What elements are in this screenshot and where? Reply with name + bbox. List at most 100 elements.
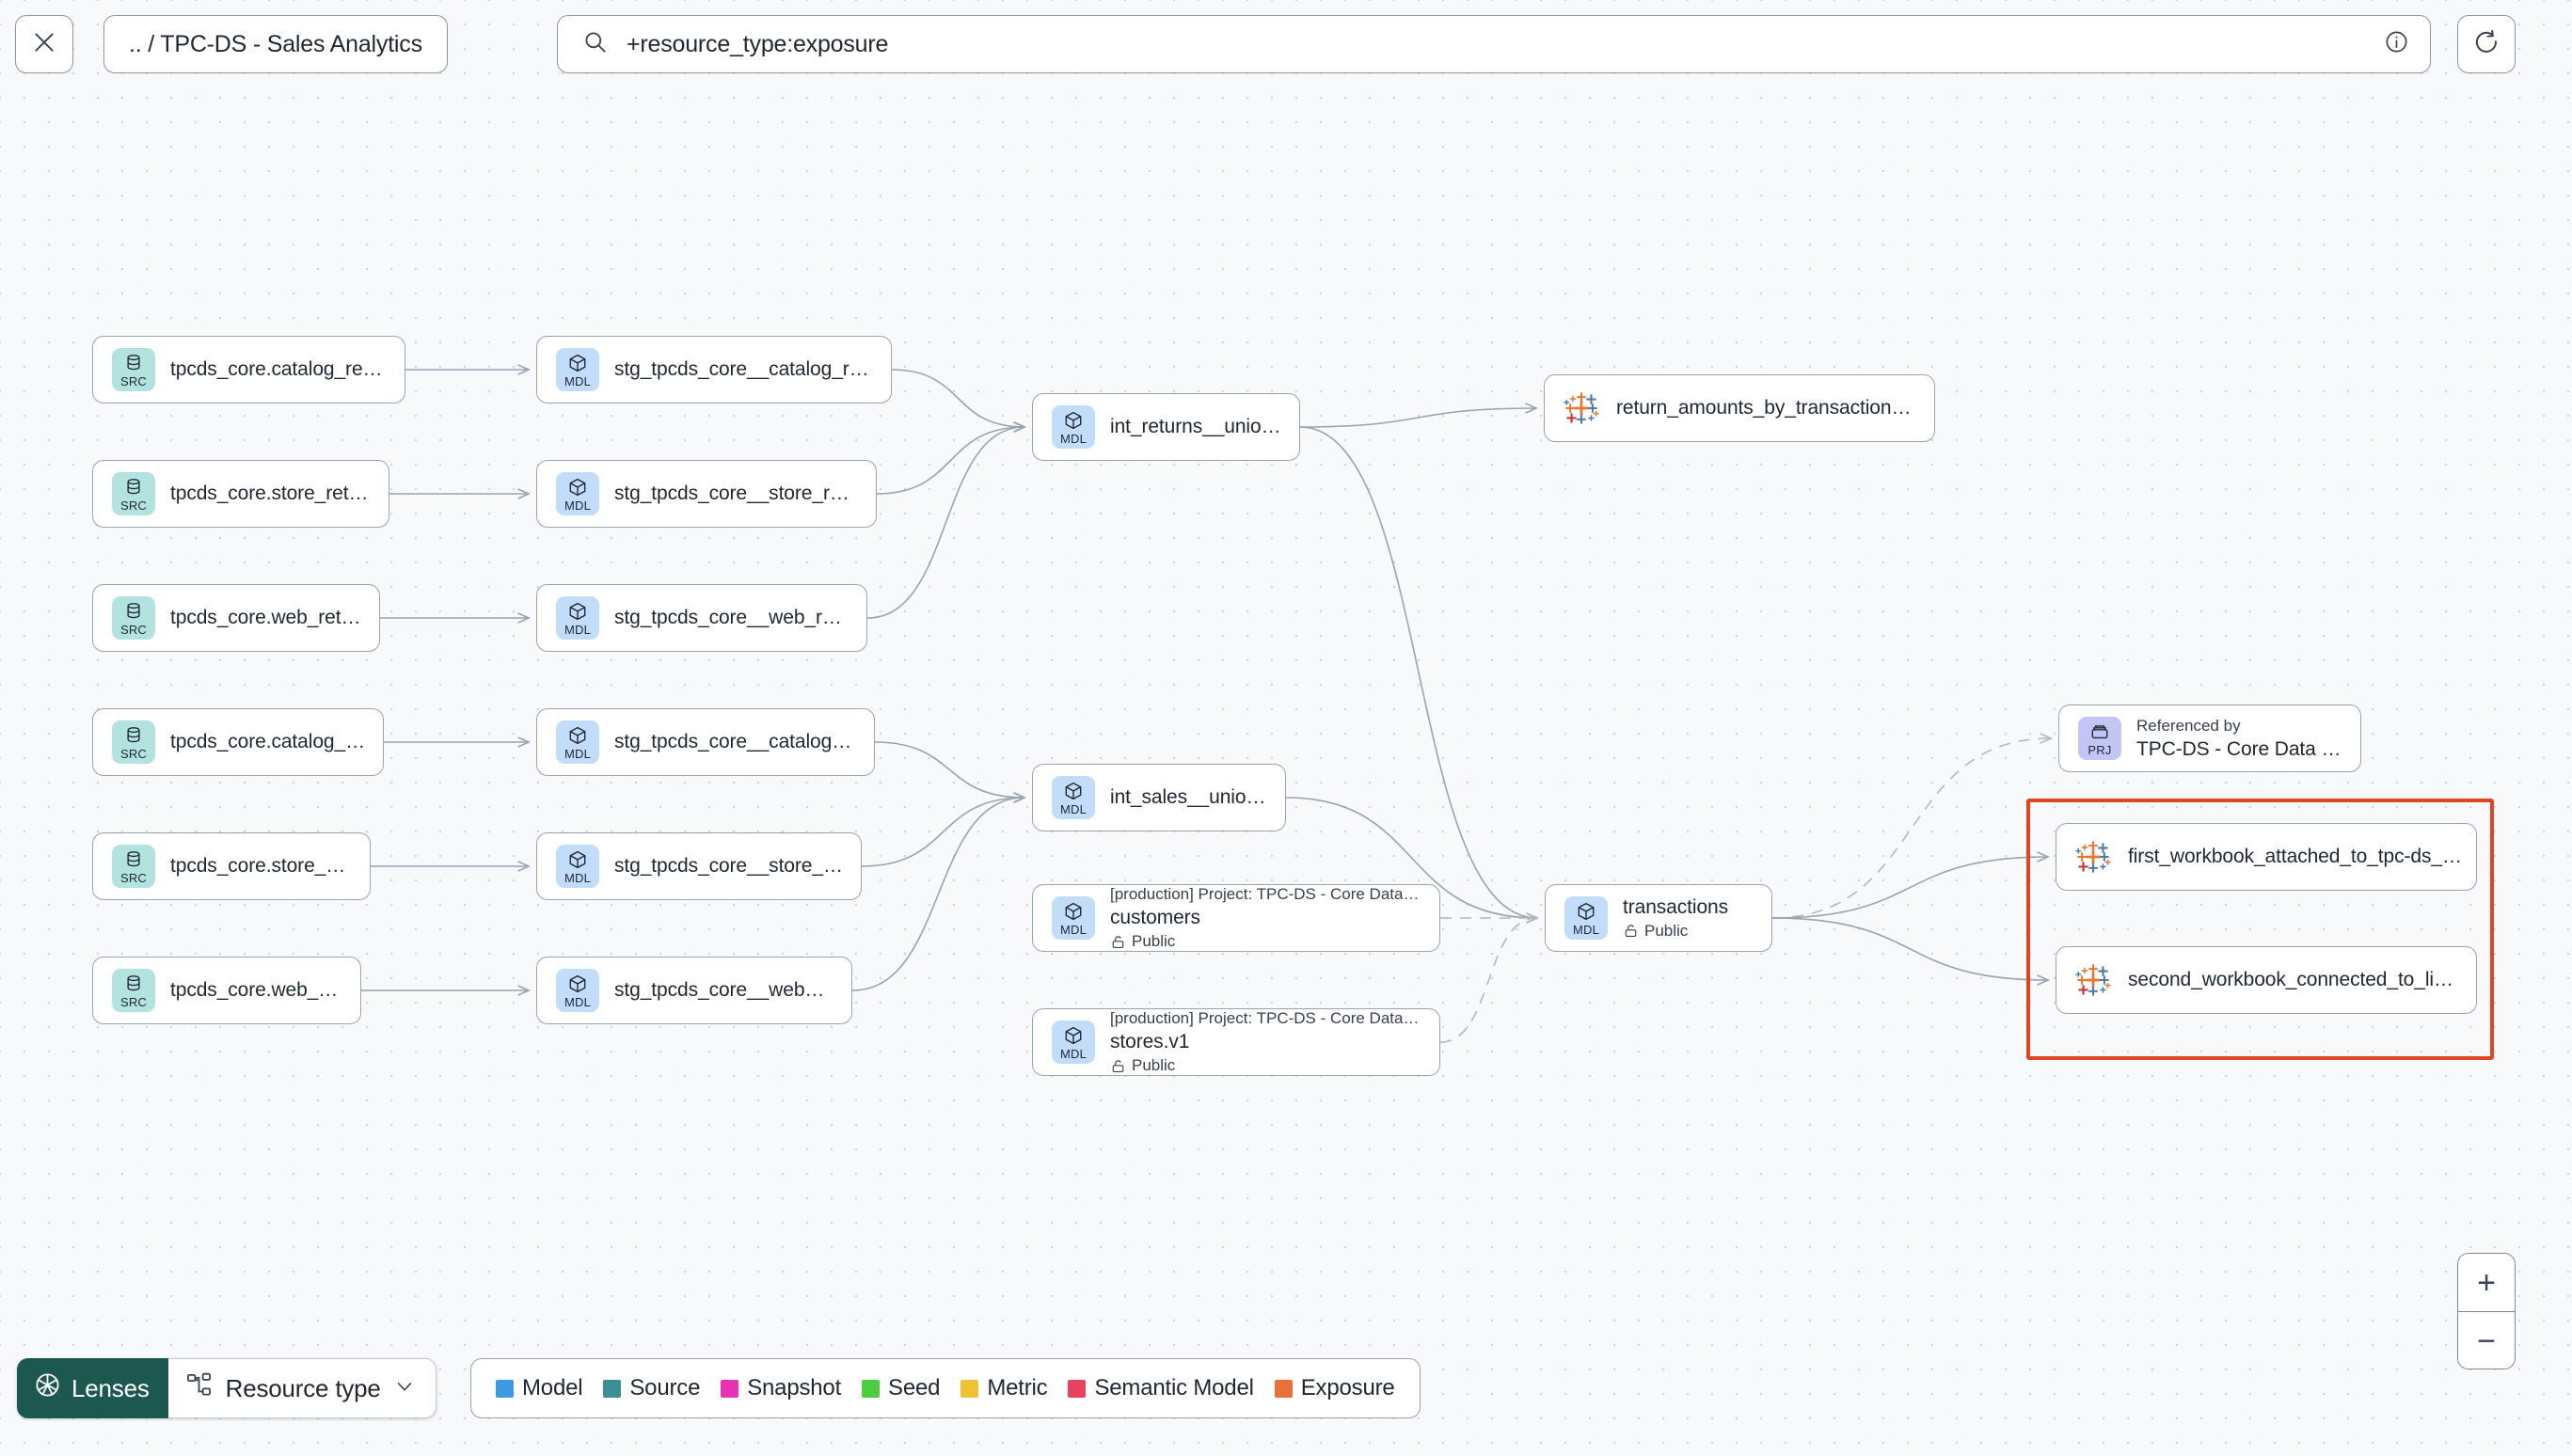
refresh-icon [2473,29,2500,60]
search-query-text: +resource_type:exposure [627,30,889,57]
graph-node-stg-catalog-sales[interactable]: MDL stg_tpcds_core__catalog_sales [536,708,875,776]
legend-item-model: Model [496,1375,583,1401]
unlock-icon [1112,935,1124,948]
node-title: tpcds_core.store_returns [170,483,372,504]
database-icon: SRC [112,845,155,888]
badge-label: MDL [564,373,592,388]
close-icon [32,30,56,59]
graph-node-src-store-returns[interactable]: SRC tpcds_core.store_returns [92,460,389,528]
close-button[interactable] [15,15,73,73]
badge-label: MDL [564,994,592,1009]
node-visibility-label: Public [1132,932,1176,950]
legend-item-source: Source [603,1375,700,1401]
minus-icon: − [2477,1322,2496,1359]
legend-item-semantic-model: Semantic Model [1068,1375,1254,1401]
cube-icon: MDL [556,348,599,391]
badge-label: SRC [119,373,148,388]
tableau-icon [2075,841,2111,873]
legend-item-snapshot: Snapshot [721,1375,841,1401]
unlock-icon [1625,925,1637,938]
node-visibility-badge: Public [1110,1056,1422,1075]
node-title: tpcds_core.web_returns [170,607,362,628]
badge-label: MDL [1059,801,1088,816]
graph-node-mdl-stores-v1[interactable]: MDL[production] Project: TPC-DS - Core D… [1032,1008,1440,1076]
legend-item-seed: Seed [862,1375,941,1401]
badge-label: SRC [119,622,148,637]
breadcrumb[interactable]: .. / TPC-DS - Sales Analytics [103,15,448,73]
graph-node-src-catalog-returns[interactable]: SRC tpcds_core.catalog_returns [92,336,405,404]
legend-item-metric: Metric [961,1375,1048,1401]
graph-node-mdl-customers[interactable]: MDL[production] Project: TPC-DS - Core D… [1032,884,1440,952]
badge-label: MDL [564,746,592,761]
legend-swatch [1274,1379,1293,1398]
badge-label: MDL [1059,922,1088,937]
cube-icon: MDL [1052,405,1095,449]
database-icon: SRC [112,472,155,515]
node-title: second_workbook_connected_to_live… [2128,969,2463,990]
node-title: int_sales__unioned [1110,786,1268,808]
cube-icon: MDL [1564,896,1608,940]
lenses-button[interactable]: Lenses [17,1358,168,1418]
graph-node-int-sales-unioned[interactable]: MDL int_sales__unioned [1032,764,1286,831]
legend-label: Exposure [1300,1375,1395,1401]
bottom-toolbar: Lenses Resource type Model Source Snapshot… [0,1343,2572,1456]
refresh-button[interactable] [2457,15,2516,73]
tableau-icon [2075,964,2111,996]
badge-label: MDL [564,498,592,513]
lenses-control-group: Lenses Resource type [17,1358,437,1418]
cube-icon: MDL [1052,1021,1095,1064]
search-icon [582,29,608,59]
legend-item-exposure: Exposure [1274,1375,1395,1401]
badge-label: SRC [119,994,148,1009]
legend-label: Metric [987,1375,1048,1401]
graph-node-stg-web-sales[interactable]: MDL stg_tpcds_core__web_sales [536,957,852,1024]
legend-swatch [603,1379,622,1398]
graph-node-src-web-returns[interactable]: SRC tpcds_core.web_returns [92,584,380,652]
badge-label: MDL [1059,1046,1088,1061]
cube-icon: MDL [556,845,599,888]
zoom-out-button[interactable]: − [2458,1312,2515,1369]
node-visibility-badge: Public [1623,922,1728,941]
node-title: stg_tpcds_core__web_sales [614,979,834,1001]
aperture-icon [34,1371,61,1405]
badge-label: SRC [119,870,148,885]
node-title: tpcds_core.catalog_sales [170,731,366,752]
node-title: tpcds_core.catalog_returns [170,358,388,380]
resource-type-dropdown[interactable]: Resource type [167,1358,437,1418]
node-visibility-label: Public [1132,1056,1176,1074]
zoom-in-button[interactable]: + [2458,1254,2515,1312]
legend-swatch [721,1379,739,1398]
search-input[interactable]: +resource_type:exposure [557,15,2431,73]
badge-label: MDL [1572,922,1600,937]
node-title: tpcds_core.store_sales [170,855,353,877]
info-icon[interactable] [2384,29,2409,59]
badge-label: MDL [564,870,592,885]
node-title: customers [1110,907,1200,928]
graph-node-stg-store-returns[interactable]: MDL stg_tpcds_core__store_returns [536,460,877,528]
node-visibility-label: Public [1644,921,1689,940]
node-title: stg_tpcds_core__store_returns [614,483,859,504]
zoom-controls: + − [2457,1253,2516,1369]
graph-node-exp-return-amounts[interactable]: return_amounts_by_transaction_type [1544,374,1935,442]
tableau-icon [1564,392,1599,424]
graph-node-src-store-sales[interactable]: SRC tpcds_core.store_sales [92,832,371,900]
legend-swatch [1068,1379,1087,1398]
legend-label: Semantic Model [1094,1375,1254,1401]
legend-label: Snapshot [747,1375,842,1401]
graph-node-exp-first-workbook[interactable]: first_workbook_attached_to_tpc-ds_-_… [2056,823,2477,891]
node-title: TPC-DS - Core Data Models [2136,737,2343,760]
node-title: first_workbook_attached_to_tpc-ds_-_… [2128,846,2463,867]
chevron-down-icon [394,1374,415,1403]
legend-swatch [961,1379,979,1398]
node-title: stg_tpcds_core__catalog_sales [614,731,857,752]
graph-node-exp-second-workbook[interactable]: second_workbook_connected_to_live… [2056,946,2477,1014]
node-visibility-badge: Public [1110,932,1422,951]
